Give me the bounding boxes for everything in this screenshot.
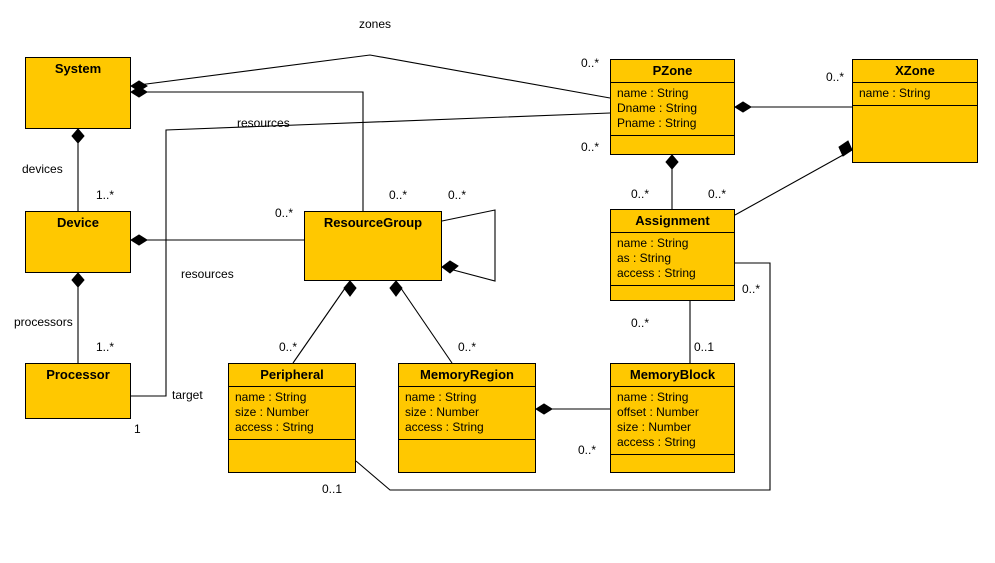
multiplicity-assignment-left: 0..* [631,187,650,201]
class-operations-memoryregion [399,440,535,548]
attribute: name : String [859,86,931,100]
diamond-resourcegroup-self [441,260,459,274]
multiplicity-memoryblock-left: 0..* [578,443,597,457]
class-name-xzone: XZone [853,60,977,83]
multiplicity-xzone: 0..* [826,70,845,84]
class-box-xzone[interactable]: XZone name : String [852,59,978,163]
class-name-resourcegroup: ResourceGroup [323,215,423,230]
multiplicity-resourcegroup-left: 0..* [275,206,294,220]
multiplicity-assignment-right: 0..* [708,187,727,201]
class-box-memoryblock[interactable]: MemoryBlock name : String offset : Numbe… [610,363,735,473]
class-operations-xzone [853,106,977,208]
role-label-processors: processors [14,315,73,329]
attribute: Dname : String [617,101,698,115]
attribute: access : String [617,266,696,280]
class-box-processor[interactable]: Processor [25,363,131,419]
attribute: name : String [617,390,689,404]
attribute: access : String [235,420,314,434]
multiplicity-peripheral-bottom: 0..1 [322,482,343,496]
attribute: size : Number [405,405,480,419]
attribute: size : Number [617,420,692,434]
class-attributes-memoryregion: name : String size : Number access : Str… [399,387,535,440]
diamond-pzone-xzone [734,101,752,113]
class-box-pzone[interactable]: PZone name : String Dname : String Pname… [610,59,735,155]
multiplicity-resourcegroup-self: 0..* [448,188,467,202]
class-name-peripheral: Peripheral [229,364,355,387]
attribute: name : String [235,390,307,404]
attribute: Pname : String [617,116,697,130]
diamond-memoryregion-memoryblock [535,403,553,415]
class-name-memoryregion: MemoryRegion [399,364,535,387]
attribute: access : String [405,420,484,434]
class-name-device: Device [57,215,99,230]
class-attributes-pzone: name : String Dname : String Pname : Str… [611,83,734,136]
edge-resourcegroup-peripheral [292,280,351,364]
multiplicity-assignment-bottom: 0..* [631,316,650,330]
class-name-system: System [54,61,102,76]
class-box-resourcegroup[interactable]: ResourceGroup [304,211,442,281]
multiplicity-processor: 1..* [96,340,115,354]
role-label-resources-system: resources [237,116,290,130]
class-box-peripheral[interactable]: Peripheral name : String size : Number a… [228,363,356,473]
class-attributes-assignment: name : String as : String access : Strin… [611,233,734,286]
class-attributes-peripheral: name : String size : Number access : Str… [229,387,355,440]
multiplicity-peripheral: 0..* [279,340,298,354]
attribute: name : String [617,86,689,100]
attribute: as : String [617,251,672,265]
multiplicity-memoryblock-top: 0..1 [694,340,715,354]
multiplicity-memoryregion: 0..* [458,340,477,354]
class-name-processor: Processor [46,367,110,382]
multiplicity-pzone-top: 0..* [581,56,600,70]
multiplicity-device: 1..* [96,188,115,202]
uml-class-diagram: System Device Processor ResourceGroup PZ… [14,17,978,496]
edge-resourcegroup-memoryregion [395,280,453,364]
multiplicity-processor-one: 1 [134,422,141,436]
diamond-rg-peripheral [343,280,357,297]
diamond-device-resources [130,234,148,246]
role-label-devices: devices [22,162,63,176]
attribute: name : String [617,236,689,250]
diamond-system-resources [130,86,148,98]
class-attributes-xzone: name : String [853,83,977,106]
diamond-rg-memoryregion [389,280,403,297]
edge-system-zones-pzone [130,54,611,99]
class-box-system[interactable]: System [25,57,131,129]
attribute: size : Number [235,405,310,419]
class-box-memoryregion[interactable]: MemoryRegion name : String size : Number… [398,363,536,473]
role-label-target: target [172,388,203,402]
edge-resourcegroup-self [441,209,496,282]
class-name-memoryblock: MemoryBlock [611,364,734,387]
diamond-xzone-assignment [838,140,853,157]
class-operations-memoryblock [611,455,734,563]
class-attributes-memoryblock: name : String offset : Number size : Num… [611,387,734,455]
class-box-assignment[interactable]: Assignment name : String as : String acc… [610,209,735,301]
class-name-assignment: Assignment [611,210,734,233]
diamond-system-devices [71,128,85,144]
diamond-device-processors [71,272,85,288]
edge-xzone-assignment [734,149,853,216]
class-box-device[interactable]: Device [25,211,131,273]
class-name-pzone: PZone [611,60,734,83]
multiplicity-pzone-bottom: 0..* [581,140,600,154]
multiplicity-assignment-side: 0..* [742,282,761,296]
multiplicity-resourcegroup-top: 0..* [389,188,408,202]
diamond-system-zones [130,80,148,92]
attribute: access : String [617,435,696,449]
attribute: offset : Number [617,405,699,419]
attribute: name : String [405,390,477,404]
role-label-zones: zones [359,17,392,31]
role-label-resources-device: resources [181,267,234,281]
